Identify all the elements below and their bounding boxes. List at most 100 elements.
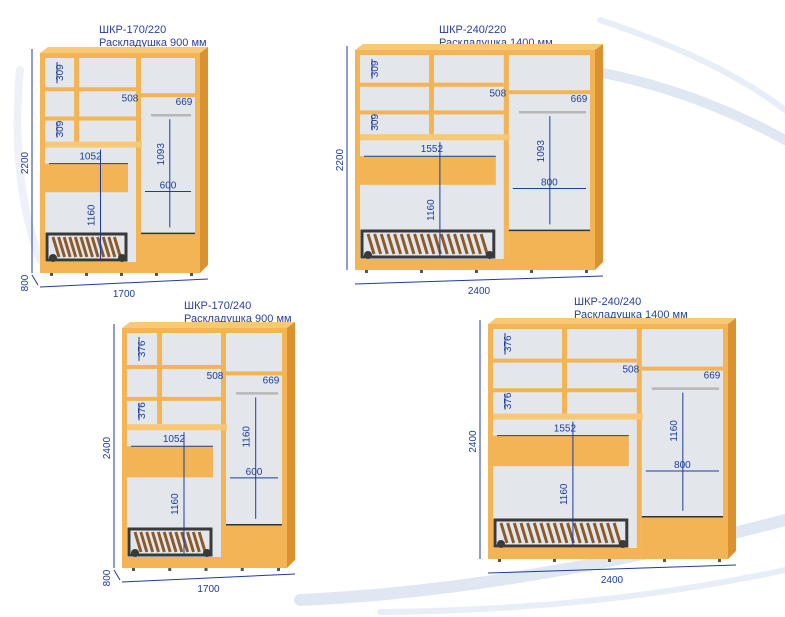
bed-slat xyxy=(526,522,536,544)
bed-slat xyxy=(406,233,416,255)
leg xyxy=(530,270,533,273)
right-width-label: 800 xyxy=(541,177,558,188)
bed-panel xyxy=(360,156,496,185)
width-dimension-line xyxy=(121,573,296,583)
depth-dimension-line xyxy=(31,274,39,286)
panel1-subtitle: Раскладушка 900 мм xyxy=(99,37,207,49)
shelf-depth-right-label: 669 xyxy=(571,94,588,105)
shelf-height-label-2: 376 xyxy=(137,402,148,419)
bed-wheel-left xyxy=(364,251,372,259)
drawer xyxy=(141,233,195,268)
shelf-upper-1 xyxy=(127,364,221,369)
bed-wheel-right xyxy=(118,254,126,262)
leg xyxy=(608,559,611,562)
bed-slat xyxy=(512,522,522,544)
width-dimension-line xyxy=(39,278,209,288)
shelf-upper-1 xyxy=(45,87,136,92)
height-label: 2400 xyxy=(468,430,479,453)
bed-slat xyxy=(139,531,149,553)
width-label: 1700 xyxy=(113,289,136,300)
leg xyxy=(132,568,135,571)
bed-slat xyxy=(151,531,160,553)
top-board xyxy=(355,44,603,50)
side-board-right xyxy=(287,322,295,568)
bed-slat xyxy=(162,531,172,553)
divider-center xyxy=(136,58,141,268)
bed-slat xyxy=(546,522,556,544)
divider-center xyxy=(503,55,509,265)
bed-panel xyxy=(45,163,128,193)
bed-opening-width-label: 1552 xyxy=(554,424,577,435)
bed-slat xyxy=(191,531,201,553)
rail-height-label: 1160 xyxy=(669,420,680,442)
bed-slat xyxy=(79,236,89,258)
bed-slat xyxy=(539,522,549,544)
bed-slat xyxy=(68,236,78,258)
leg xyxy=(240,568,244,571)
bed-slat xyxy=(453,233,462,255)
depth-dimension-line xyxy=(113,569,121,581)
top-board xyxy=(488,318,736,324)
divider-left xyxy=(74,58,80,142)
side-board-right xyxy=(200,47,208,273)
leg xyxy=(365,270,368,273)
bed-slat xyxy=(393,233,403,255)
bed-frame xyxy=(493,518,629,548)
bed-slat xyxy=(479,233,489,255)
bed-slat xyxy=(572,522,582,544)
bed-slat xyxy=(379,233,389,255)
bed-slat xyxy=(506,522,516,544)
bed-opening-width-label: 1552 xyxy=(421,144,444,155)
bed-opening-height-label: 1160 xyxy=(426,199,437,221)
shelf-height-label-2: 376 xyxy=(503,392,514,409)
bed-slat xyxy=(57,236,67,258)
right-top-shelf xyxy=(226,371,282,376)
depth-label: 800 xyxy=(102,569,113,586)
bed-slat xyxy=(459,233,469,255)
shelf-upper-2 xyxy=(127,396,221,401)
bed-frame xyxy=(45,232,128,262)
shelf-bed-header xyxy=(127,424,227,431)
shelf-height-label-1: 309 xyxy=(370,60,381,77)
bed-frame xyxy=(360,229,496,259)
shelf-upper-1 xyxy=(360,82,504,87)
drawer xyxy=(508,230,590,265)
shelf-height-label-1: 309 xyxy=(55,64,66,81)
leg xyxy=(420,270,423,273)
shelf-depth-left-label: 508 xyxy=(489,89,506,100)
divider-center xyxy=(636,329,642,554)
bed-slat xyxy=(592,522,602,544)
rail-height-label: 1160 xyxy=(242,426,253,448)
divider-left xyxy=(562,329,568,414)
top-board xyxy=(40,47,208,53)
bed-slat xyxy=(466,233,476,255)
shelf-height-label-1: 376 xyxy=(137,340,148,357)
bed-slat xyxy=(186,531,195,553)
divider-left xyxy=(429,55,435,135)
divider-center xyxy=(221,333,226,563)
bed-slat xyxy=(180,531,190,553)
shelf-upper-2 xyxy=(360,110,504,115)
rail-height-label: 1093 xyxy=(536,140,547,163)
bed-slat xyxy=(519,522,529,544)
bed-slat xyxy=(90,236,100,258)
leg xyxy=(475,270,478,273)
panel1-model: ШКР-170/220 xyxy=(99,24,167,36)
bed-slat xyxy=(606,522,615,544)
bed-frame xyxy=(127,527,213,557)
bed-slat xyxy=(373,233,383,255)
bed-slat xyxy=(107,236,117,258)
bed-slat xyxy=(439,233,449,255)
leg xyxy=(277,568,280,571)
leg xyxy=(498,559,501,562)
bed-slat xyxy=(586,522,595,544)
leg xyxy=(553,559,556,562)
shelf-upper-2 xyxy=(45,116,136,121)
bed-slat xyxy=(413,233,423,255)
width-label: 2400 xyxy=(601,575,624,586)
height-label: 2400 xyxy=(102,436,113,459)
bed-slat xyxy=(73,236,83,258)
bed-opening-height-label: 1160 xyxy=(87,204,98,226)
